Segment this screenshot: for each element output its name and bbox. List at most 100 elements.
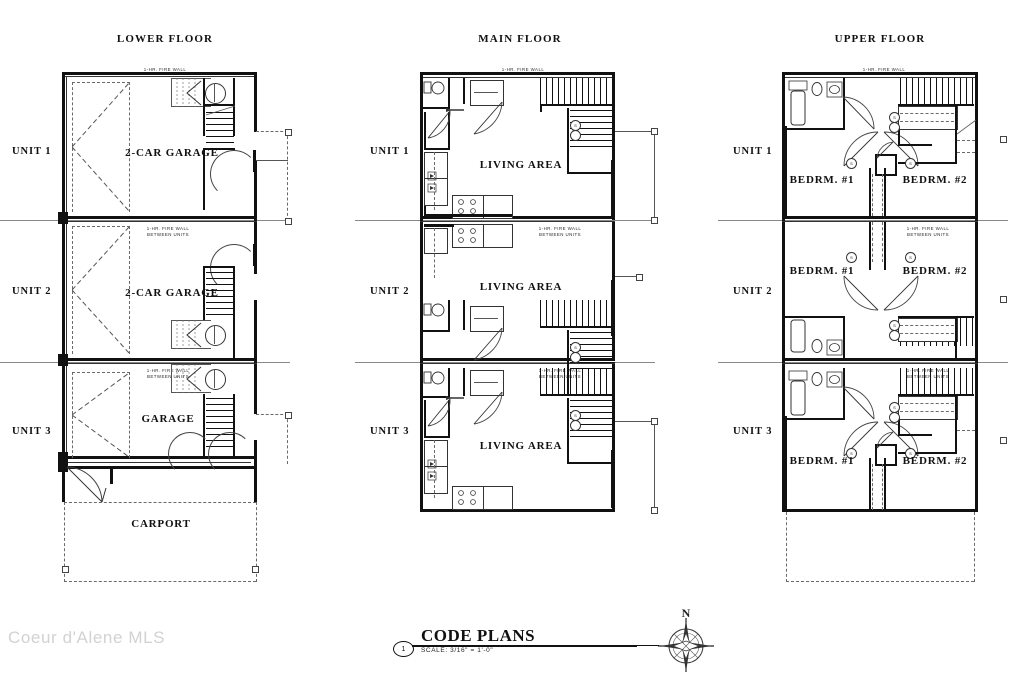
upper-u1-linen-r: [895, 154, 897, 176]
lower-u3-garage-door-x: [72, 372, 130, 458]
lower-firewall-1-2b: [62, 221, 257, 222]
lower-u1-water-heater: [205, 83, 226, 104]
floor-title-main: MAIN FLOOR: [478, 33, 562, 45]
main-u3-stairs-up: [540, 368, 612, 396]
main-firewall-1-2: [420, 216, 615, 219]
upper-firewall-1-2: [782, 216, 978, 219]
upper-note-firewall-1-2: 1-HR. FIRE WALL BETWEEN UNITS: [906, 226, 950, 238]
upper-u1-linen-t: [875, 154, 897, 156]
upper-u2-bedroom-2-label: BEDRM. #2: [902, 265, 968, 277]
main-u2-sink-counter: [483, 224, 513, 248]
main-u1-clo-l: [424, 112, 426, 150]
lower-carport-dash-top: [64, 502, 256, 503]
upper-wall-top-in: [782, 77, 978, 78]
lower-centerline-1-2: [0, 220, 290, 221]
lower-wall-left: [62, 72, 65, 460]
upper-u2-hall-dash-r: [882, 222, 883, 262]
lower-u2-stair-top: [203, 266, 235, 268]
upper-u1-node: [1000, 136, 1007, 143]
main-note-firewall-1-2: 1-HR. FIRE WALL BETWEEN UNITS: [538, 226, 582, 238]
main-wall-top: [420, 72, 615, 75]
lower-u1-garage-door-t: [72, 82, 130, 83]
upper-u2-bath-wall-t: [785, 316, 845, 318]
main-u2-counter-wall: [424, 224, 454, 227]
upper-footprint-b: [786, 581, 974, 582]
upper-u1-stair-land-t: [898, 104, 974, 106]
upper-u3-bedroom-1-label: BEDRM. #1: [789, 455, 855, 467]
upper-u3-bath-fixtures: [788, 370, 843, 416]
lower-wall-bottom: [62, 456, 257, 459]
lower-u1-post-2: [285, 218, 292, 225]
north-letter: N: [681, 606, 691, 620]
upper-u3-linen-t: [875, 444, 897, 446]
upper-u3-stair-wall-b: [898, 434, 932, 436]
lower-note-firewall-2-3: 1-HR. FIRE WALL BETWEEN UNITS: [146, 368, 190, 380]
main-u2-stove-burners: [458, 228, 476, 243]
lower-carport-wall-l: [62, 466, 65, 502]
upper-u3-linen-r: [895, 444, 897, 466]
main-u1-stove-burners: [458, 199, 476, 214]
upper-footprint-l: [786, 512, 787, 582]
lower-carport-dash-bot: [64, 581, 256, 582]
main-u1-clo-swing: [427, 108, 464, 139]
main-u3-co-detector: [570, 420, 581, 431]
lower-u3-util-hatch: [176, 364, 202, 393]
main-u3-cab-detail: [427, 459, 437, 481]
main-firewall-2-3: [420, 358, 615, 361]
main-firewall-2-3b: [420, 363, 615, 364]
lower-firewall-2-3b: [62, 363, 257, 364]
main-u3-stair-wall-b: [567, 462, 613, 464]
upper-u3-hall-dash-l: [872, 464, 873, 510]
upper-u3-bath-door: [842, 386, 875, 420]
main-u3-cab-dash: [434, 440, 435, 498]
upper-u3-stair-wall-r: [955, 396, 957, 454]
main-u2-cab-dash: [434, 228, 435, 278]
upper-u2-bd1-door: [843, 275, 879, 311]
main-u1-clo-b: [424, 148, 450, 150]
main-u3-slider-b: [611, 482, 614, 508]
lower-u1-stoop-right: [287, 131, 288, 221]
lower-u1-stairs: [206, 112, 234, 152]
lower-u2-water-heater: [205, 325, 226, 346]
main-u3-stove: [452, 486, 484, 510]
upper-u1-co-detector-hall: [889, 122, 900, 133]
main-wall-right-e: [612, 362, 615, 418]
upper-u1-smoke-detector-bd2: S: [905, 158, 916, 169]
upper-u1-stair-dash-1: [900, 113, 954, 114]
upper-u3-smoke-detector-bd1: S: [846, 448, 857, 459]
lower-u1-post-1: [285, 129, 292, 136]
mls-watermark: Coeur d'Alene MLS: [8, 628, 166, 647]
lower-u1-stair-wall-r: [233, 78, 235, 136]
main-u1-stair-wall: [567, 108, 569, 174]
upper-u3-hall-dash-r: [882, 464, 883, 510]
upper-footprint-r: [974, 512, 975, 582]
upper-u1-stair-arrow: [957, 119, 977, 135]
upper-u1-stair-dash-2: [900, 121, 954, 122]
main-u3-hall-jamb: [463, 368, 465, 396]
upper-u2-bath-fixtures: [790, 319, 843, 356]
upper-u3-stair-dash-2: [900, 411, 954, 412]
main-u1-hall-jamb: [463, 78, 465, 104]
lower-u3-stair-wall-l: [203, 394, 205, 456]
lower-carport-post-2: [252, 566, 259, 573]
main-u3-bath-fixtures: [423, 371, 445, 385]
main-u3-clo-l: [424, 400, 426, 438]
main-wall-bottom: [420, 509, 615, 512]
upper-firewall-2-3: [782, 358, 978, 361]
compass-rule: [637, 645, 659, 647]
lower-u3-stoop-right: [287, 414, 288, 464]
main-u1-co-detector: [570, 130, 581, 141]
lower-pilaster-3: [58, 452, 68, 472]
lower-u2-door-arc: [210, 244, 258, 292]
upper-u3-bath-wall-r: [843, 368, 845, 420]
lower-unit-1-label: UNIT 1: [12, 146, 52, 157]
lower-carport-jamb: [110, 466, 113, 484]
main-u3-bath-wall-v: [448, 368, 450, 398]
lower-u2-stair-wall-r: [233, 268, 235, 358]
main-centerline-1-2: [355, 220, 655, 221]
upper-u3-co-detector-hall: [889, 412, 900, 423]
main-firewall-1-2b: [420, 221, 615, 222]
lower-u2-garage-door-x: [72, 226, 130, 354]
lower-u2-garage-door-r: [129, 226, 130, 354]
